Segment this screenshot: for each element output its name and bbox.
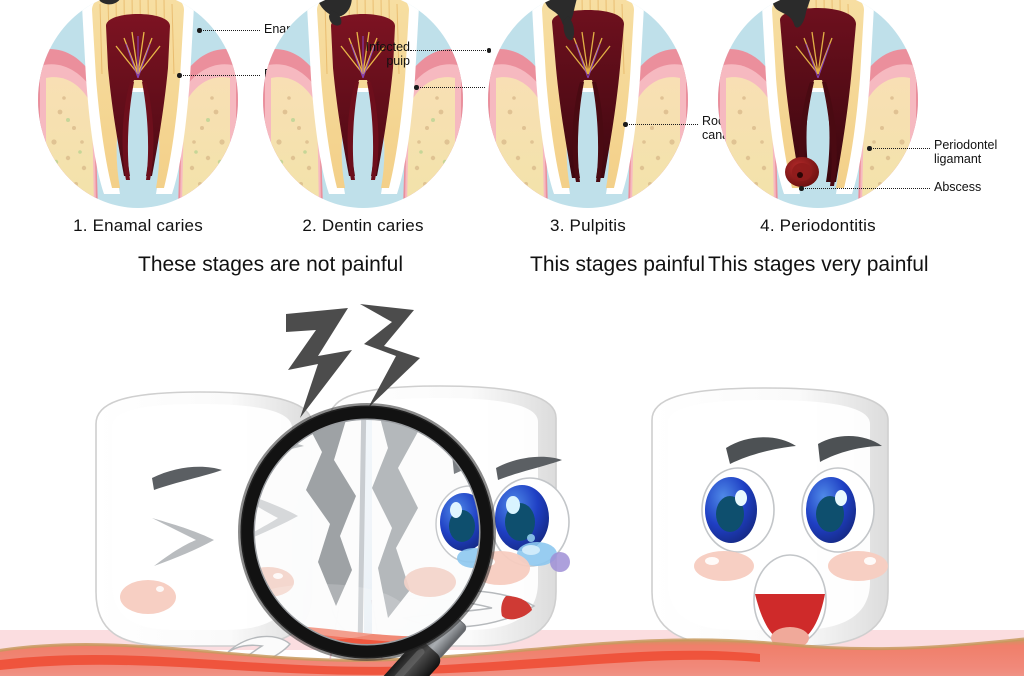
label-abscess: Abscess: [934, 180, 982, 194]
tooth-cross-section-2: [263, 0, 463, 208]
stage-3-illustration: Infected puip Root canal: [366, 0, 732, 208]
tooth-cross-section-1: [38, 0, 238, 208]
leader-abscess: [799, 186, 930, 191]
stage-panel-4: Periodontel ligamant Abscess 4. Periodon…: [700, 0, 997, 300]
stage-title-4: 4. Periodontitis: [760, 216, 876, 235]
cartoon-teeth-illustration: [0, 304, 1024, 676]
stage-title-3: 3. Pulpitis: [550, 216, 626, 235]
stage-1-illustration: Enamel Pulp: [38, 0, 306, 208]
tooth-cross-section-3: [488, 0, 688, 208]
leader-infected-pulp: [410, 48, 491, 53]
cartoon-teeth-scene: [0, 300, 1024, 676]
stage-panel-1: Enamel Pulp 1. Enamal caries: [20, 0, 306, 300]
stage-title-1: 1. Enamal caries: [73, 216, 203, 235]
caries-stages-row: Enamel Pulp 1. Enamal caries: [0, 0, 1024, 300]
leader-periodontal-ligament: [867, 146, 930, 151]
label-infected-pulp: Infected puip: [365, 40, 410, 68]
leader-dentin: [414, 85, 485, 90]
stage-panel-2: Dentin 2. Dentin caries: [245, 0, 525, 300]
caption-painful: This stages painful: [530, 253, 706, 276]
magnifying-glass: [238, 403, 496, 676]
stage-2-illustration: Dentin: [263, 0, 525, 208]
leader-root-canal: [623, 122, 698, 127]
leader-enamel: [197, 28, 260, 33]
caption-very-painful: This stages very painful: [708, 253, 929, 276]
stage-4-illustration: Periodontel ligamant Abscess: [718, 0, 997, 208]
tooth-right: [651, 387, 889, 649]
stage-title-2: 2. Dentin caries: [302, 216, 424, 235]
leader-pulp: [177, 73, 260, 78]
tooth-cross-section-4: [718, 0, 918, 208]
pain-zigzags: [286, 304, 420, 418]
label-periodontal-ligament: Periodontel ligamant: [934, 138, 998, 166]
stage-panel-3: Infected puip Root canal 3. Pulpitis: [366, 0, 732, 300]
caption-not-painful: These stages are not painful: [138, 253, 404, 276]
